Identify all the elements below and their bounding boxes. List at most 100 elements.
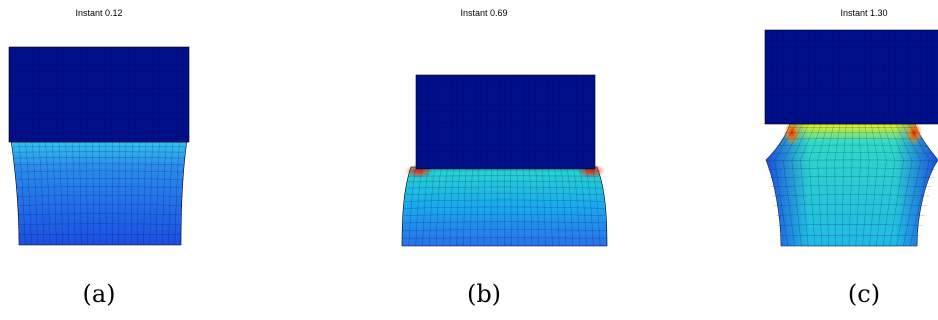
panel-c-mesh [764,29,938,247]
mesh-line [71,139,76,246]
mesh-line [777,224,923,226]
panel-a-title: Instant 0.12 [75,8,123,18]
panel-b-mesh [401,74,608,247]
mesh-line [800,123,816,247]
mesh-line [522,166,526,247]
mesh-line [405,193,603,195]
mesh-line [775,144,929,147]
mesh-line [51,139,57,246]
mesh-line [855,123,861,247]
mesh-line [18,223,182,225]
panel-b: Instant 0.69 (b) [300,0,620,320]
panel-b-specimen [401,166,608,247]
mesh-line [528,166,532,246]
mesh-line [143,139,147,246]
panel-a-specimen [10,139,188,246]
mesh-line [848,123,853,247]
mesh-line [902,123,921,247]
panel-a: Instant 0.12 (a) [0,0,300,320]
mesh-line [13,151,186,153]
mesh-line [31,139,38,246]
mesh-line [404,206,605,209]
mesh-line [770,185,932,187]
panel-b-caption: (b) [466,280,502,308]
mesh-line [403,221,606,224]
mesh-line [817,123,828,247]
mesh-line [553,166,560,247]
mesh-line [534,166,539,247]
mesh-line [85,139,88,245]
mesh-line [449,166,455,247]
mesh-line [118,139,120,245]
panel-a-mesh [8,46,190,246]
mesh-line [405,199,604,202]
mesh-line [65,139,69,246]
mesh-line [791,123,809,247]
mesh-line [98,139,101,245]
mesh-line [137,139,140,246]
mesh-line [124,139,127,246]
mesh-line [442,166,449,247]
mesh-line [407,175,601,177]
mesh-line [559,166,567,247]
mesh-line [131,139,133,245]
mesh-line [773,204,927,206]
mesh-line [590,166,601,247]
mesh-line [780,138,925,140]
mesh-line [58,139,63,246]
mesh-line [770,152,934,154]
mesh-line [769,176,934,179]
mesh-line [162,139,167,246]
mesh-line [44,139,51,246]
mesh-line [572,166,580,247]
mesh-line [463,166,467,247]
panel-c: Instant 1.30 (c [620,0,938,320]
mesh-line [547,166,553,247]
mesh-line [869,123,878,247]
mesh-line [483,166,486,246]
mesh-line [584,166,594,247]
mesh-line [14,170,185,173]
mesh-line [16,194,183,197]
mesh-line [767,167,936,170]
mesh-line [783,123,803,247]
mesh-line [510,166,512,246]
mesh-line [78,139,82,246]
mesh-line [908,123,930,247]
panel-b-title: Instant 0.69 [460,8,508,18]
mesh-line [15,178,184,180]
mesh-line [490,166,492,247]
mesh-line [826,123,834,247]
panel-c-caption: (c) [847,280,881,308]
mesh-line [834,123,841,246]
mesh-line [772,194,930,197]
mesh-line [149,139,154,246]
mesh-line [429,166,436,247]
panel-b-indenter [415,74,596,170]
mesh-line [578,166,587,247]
mesh-line [17,204,183,206]
mesh-line [407,180,602,183]
mesh-line [516,166,519,247]
mesh-line [17,213,183,216]
mesh-line [17,139,26,246]
mesh-line [15,186,184,189]
mesh-line [436,166,443,247]
mesh-line [889,123,904,247]
mesh-line [402,229,606,231]
mesh-line [477,166,480,246]
mesh-line [92,139,94,246]
mesh-line [766,159,938,162]
mesh-line [882,123,896,247]
mesh-line [408,166,418,247]
mesh-line [775,214,925,216]
mesh-line [896,123,913,247]
mesh-line [24,139,32,246]
mesh-line [174,139,181,246]
mesh-line [14,163,185,166]
panel-c-title: Instant 1.30 [840,8,888,18]
mesh-line [168,139,174,246]
mesh-line [808,123,822,247]
mesh-line [415,166,424,247]
mesh-line [541,166,546,247]
